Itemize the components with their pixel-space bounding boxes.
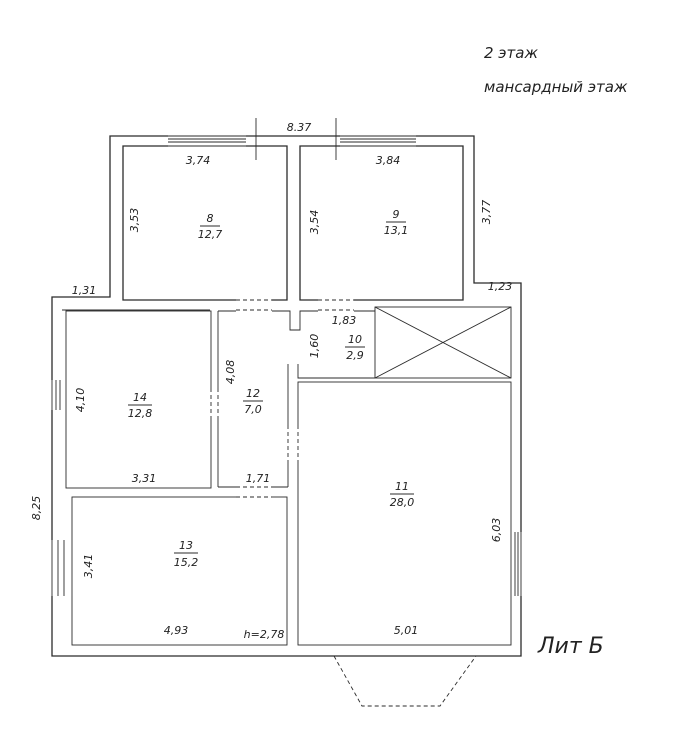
floor-title: 2 этаж [484,44,538,62]
svg-text:8: 8 [207,212,214,225]
dim-room11-height: 6,03 [490,518,503,543]
dim-left-total: 8,25 [30,496,43,521]
inner-walls [62,306,512,646]
dim-room8-height: 3,53 [128,208,141,233]
dim-room14-width: 3,31 [132,472,157,485]
svg-text:15,2: 15,2 [174,556,199,569]
svg-text:10: 10 [348,333,362,346]
room-8: 8 12,7 [198,212,223,241]
room-14: 14 12,8 [128,391,153,420]
room-9: 9 13,1 [384,208,409,237]
dim-room12-width: 1,71 [246,472,271,485]
room-13: 13 15,2 [174,539,199,569]
svg-text:13: 13 [179,539,193,552]
dim-left-offset: 1,31 [72,284,97,297]
svg-text:11: 11 [395,480,409,493]
dim-room12-height: 4,08 [224,360,237,385]
dim-right-upper: 3,77 [480,200,493,225]
dim-top-total: 8.37 [287,121,312,134]
svg-text:9: 9 [393,208,400,221]
dim-room11-width: 5,01 [394,624,419,637]
doors [208,296,354,500]
ceiling-height: h=2,78 [244,628,285,641]
svg-text:28,0: 28,0 [390,496,415,509]
dim-room8-width: 3,74 [186,154,211,167]
svg-text:13,1: 13,1 [384,224,409,237]
dim-room13-height: 3,41 [82,554,95,579]
room-10: 10 2,9 [345,333,365,362]
room-11: 11 28,0 [390,480,415,509]
windows [48,118,525,707]
room-12: 12 7,0 [243,387,263,416]
dim-room10-width: 1,83 [332,314,357,327]
svg-text:14: 14 [133,391,147,404]
outer-walls [51,135,522,657]
dim-room9-height: 3,54 [308,210,321,235]
dim-room13-width: 4,93 [164,624,189,637]
svg-text:2,9: 2,9 [346,349,364,362]
dim-room10-height: 1,60 [308,334,321,359]
svg-text:12: 12 [246,387,260,400]
dimension-labels: 8.37 3,74 3,84 3,77 3,53 3,54 1,31 1,23 … [30,121,512,641]
svg-text:12,7: 12,7 [198,228,223,241]
dim-room9-width: 3,84 [376,154,401,167]
floor-subtitle: мансардный этаж [484,78,628,96]
dim-right-offset: 1,23 [488,280,513,293]
lit-label: Лит Б [537,634,604,659]
svg-text:7,0: 7,0 [244,403,262,416]
svg-text:12,8: 12,8 [128,407,153,420]
dim-room14-height: 4,10 [74,388,87,413]
